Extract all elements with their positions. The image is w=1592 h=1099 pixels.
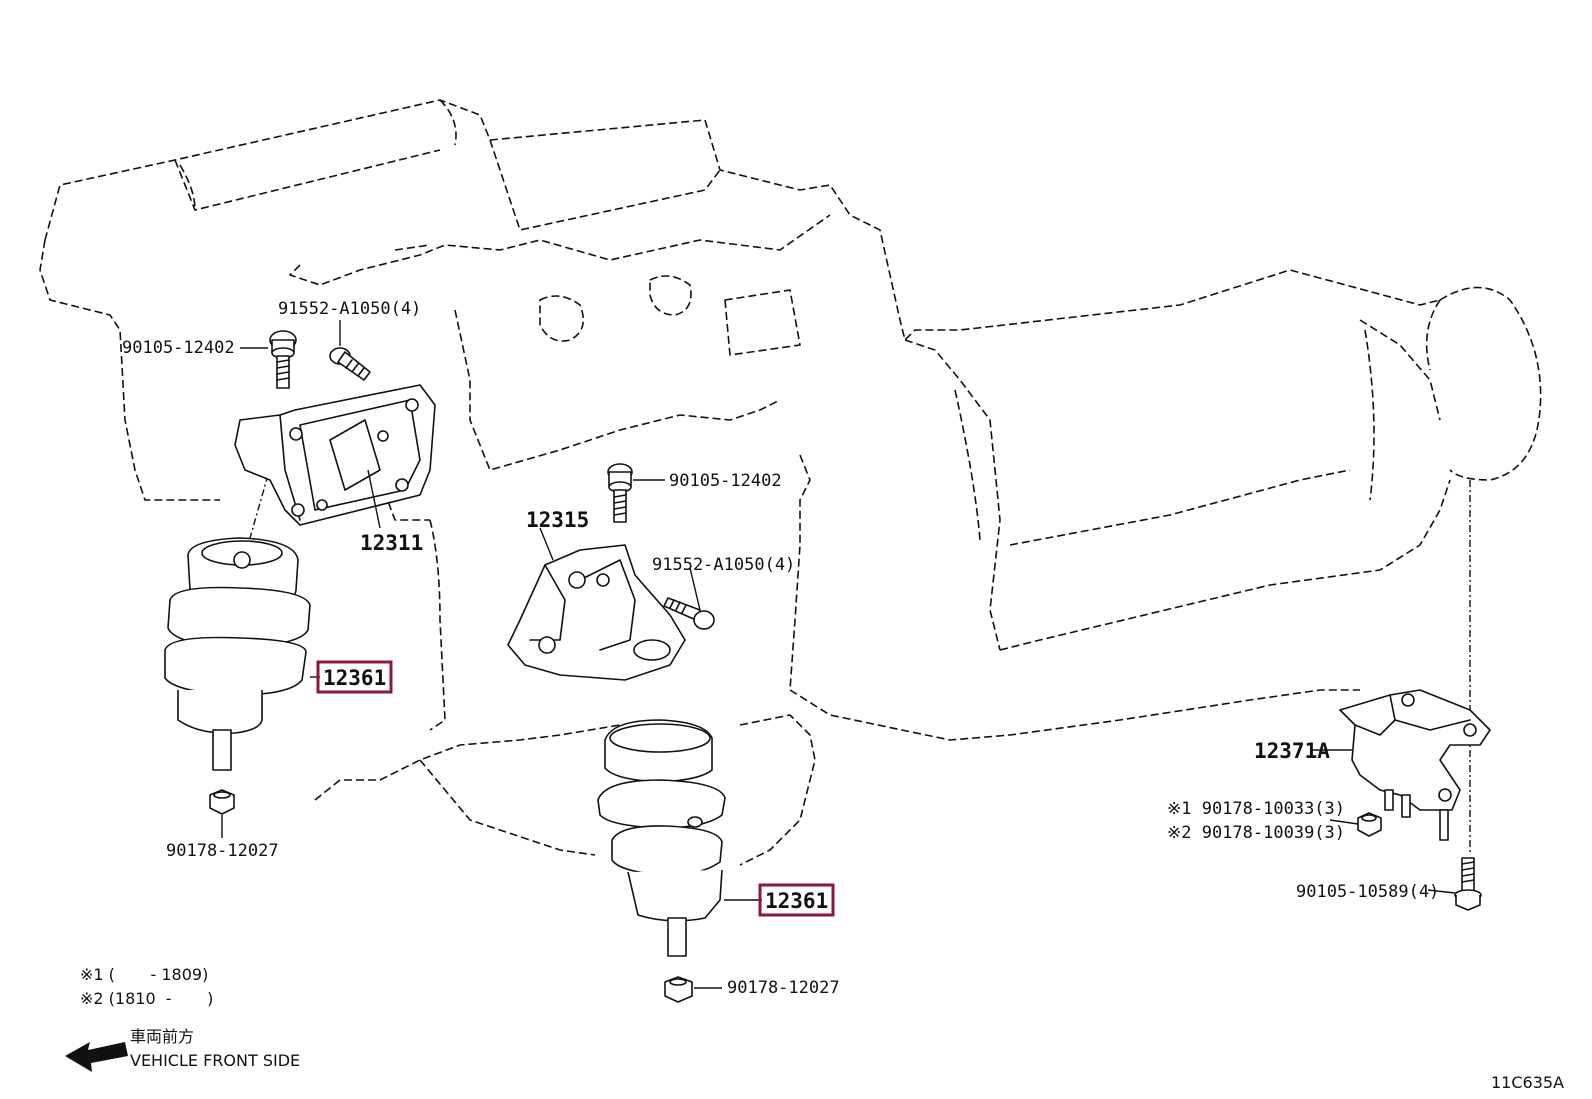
highlight-box-left — [316, 660, 393, 694]
nut-90178-center-icon — [664, 976, 693, 1003]
label-mount-12361-center[interactable]: 12361 — [765, 889, 828, 913]
nut-90178-10033-icon — [1357, 812, 1382, 837]
bolt-91552-top-icon — [329, 347, 371, 381]
transmission-outline — [789, 286, 1542, 741]
label-nut-90178-center[interactable]: 90178-12027 — [727, 978, 840, 998]
label-bracket-12315[interactable]: 12315 — [526, 508, 589, 532]
bracket-12371a-icon — [1339, 689, 1491, 841]
mount-12361-left-icon — [164, 537, 311, 771]
nut-90178-left-icon — [209, 789, 235, 815]
leader-lines — [221, 320, 1456, 989]
direction-english: VEHICLE FRONT SIDE — [130, 1051, 300, 1070]
footnote-1: ※1 ( - 1809) — [80, 965, 208, 984]
bolt-90105-10589-icon — [1454, 857, 1482, 911]
bolt-90105-12402-top-icon — [269, 330, 297, 389]
highlight-box-center — [758, 883, 835, 917]
label-bracket-12371a[interactable]: 12371A — [1254, 739, 1330, 763]
label-bolt-90105-mid[interactable]: 90105-12402 — [669, 471, 782, 491]
label-bracket-12311[interactable]: 12311 — [360, 531, 423, 555]
bracket-12315-icon — [507, 544, 686, 681]
label-nut-90178-10033[interactable]: ※1 90178-10033(3) — [1167, 799, 1345, 819]
bolt-91552-mid-icon — [663, 597, 715, 630]
alignment-line-left — [247, 474, 269, 546]
label-nut-90178-10039[interactable]: ※2 90178-10039(3) — [1167, 823, 1345, 843]
diagram-code: 11C635A — [1491, 1073, 1564, 1092]
front-arrow-icon — [65, 1042, 128, 1072]
label-mount-12361-left[interactable]: 12361 — [323, 666, 386, 690]
label-nut-90178-left[interactable]: 90178-12027 — [166, 841, 279, 861]
mount-12361-center-icon — [597, 719, 726, 957]
label-bolt-91552-mid[interactable]: 91552-A1050(4) — [652, 555, 795, 575]
label-bolt-91552-top[interactable]: 91552-A1050(4) — [278, 299, 421, 319]
direction-japanese: 車両前方 — [130, 1027, 194, 1046]
label-bolt-90105-10589[interactable]: 90105-10589(4) — [1296, 882, 1439, 902]
label-bolt-90105-top-left[interactable]: 90105-12402 — [122, 338, 235, 358]
footnote-2: ※2 (1810 - ) — [80, 989, 213, 1008]
bracket-12311-icon — [234, 384, 436, 526]
bolt-90105-12402-mid-icon — [607, 463, 633, 523]
